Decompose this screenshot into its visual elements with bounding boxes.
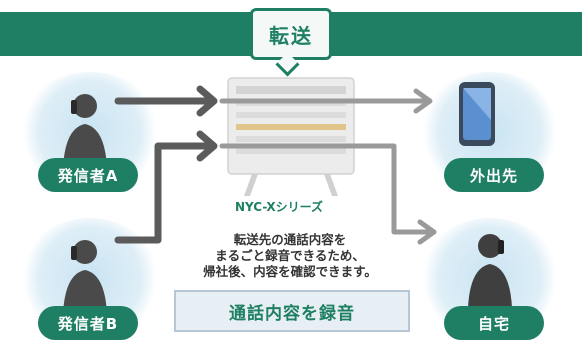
caller-a-text: 発信者A xyxy=(57,166,119,185)
caller-b-person-icon xyxy=(63,240,107,314)
description-line: 帰社後、内容を確認できます。 xyxy=(203,264,377,279)
device-model-label: NYC-Xシリーズ xyxy=(234,200,324,214)
description-text: 転送先の通話内容を まるごと録音できるため、 帰社後、内容を確認できます。 xyxy=(150,232,430,280)
description-line: まるごと録音できるため、 xyxy=(215,248,365,263)
dest-home-person-icon xyxy=(468,234,512,308)
dest-mobile-label: 外出先 xyxy=(444,158,544,192)
record-call-label: 通話内容を録音 xyxy=(229,303,355,324)
arrow-caller-b xyxy=(114,142,216,244)
pbx-device-icon xyxy=(227,77,355,196)
caller-a-label: 発信者A xyxy=(38,158,138,192)
dest-home-text: 自宅 xyxy=(477,314,510,333)
description-line: 転送先の通話内容を xyxy=(233,232,347,247)
arrow-to-home xyxy=(219,143,435,235)
arrow-caller-a-head xyxy=(196,85,218,117)
caller-b-label: 発信者B xyxy=(38,306,138,340)
arrow-caller-b-head xyxy=(196,130,218,162)
arrow-to-home-head xyxy=(417,219,437,245)
dest-mobile-text: 外出先 xyxy=(469,166,518,185)
record-call-box: 通話内容を録音 xyxy=(174,290,410,332)
caller-b-text: 発信者B xyxy=(57,314,119,333)
transfer-title: 転送 xyxy=(250,8,332,60)
smartphone-icon xyxy=(459,82,495,146)
dest-home-label: 自宅 xyxy=(444,306,544,340)
caller-a-person-icon xyxy=(63,94,107,168)
arrow-to-mobile-head xyxy=(413,88,433,114)
transfer-title-text: 転送 xyxy=(269,23,313,48)
